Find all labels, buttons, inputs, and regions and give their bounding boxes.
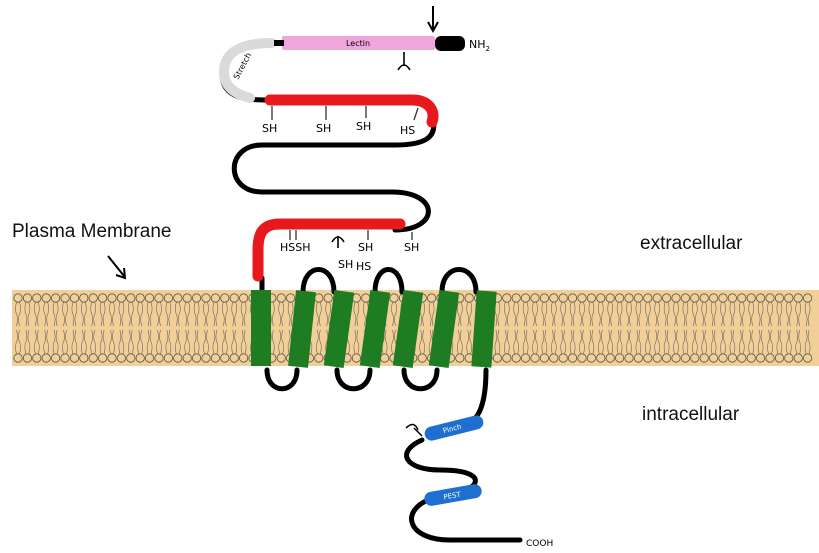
intracellular-loop-3	[404, 370, 437, 389]
lectin-linker	[274, 40, 284, 46]
sh-label-3: SH	[356, 120, 371, 133]
intracellular-loop-2	[337, 370, 370, 389]
stretch-domain: Stretch	[224, 43, 272, 98]
hssh-label: HSSH	[280, 241, 311, 254]
n-terminus-cap	[435, 36, 465, 51]
cysteine-rich-domain-1	[270, 100, 433, 122]
stretch-bar	[224, 43, 272, 98]
extracellular-loop-2	[375, 270, 402, 293]
plasma-membrane-label: Plasma Membrane	[12, 221, 171, 243]
sh-label-4: SH	[358, 241, 373, 254]
glycosylation-fork-icon-2	[332, 236, 344, 248]
hs-label-1: HS	[400, 124, 415, 137]
glycosylation-fork-icon	[398, 52, 410, 70]
cooh-label: COOH	[526, 539, 553, 548]
tm-helix-1	[251, 290, 271, 366]
sh-ticks-1	[272, 106, 418, 120]
pointer-arrow-icon	[108, 256, 125, 278]
glycosylation-fork-icon-3	[406, 424, 422, 436]
intracellular-loop-1	[267, 370, 297, 389]
intracellular-label: intracellular	[642, 404, 739, 426]
sh-label-2: SH	[316, 122, 331, 135]
lectin-label: Lectin	[346, 39, 370, 48]
sh-label-1: SH	[262, 122, 277, 135]
extracellular-loop-1	[303, 270, 334, 293]
down-arrow-icon	[428, 6, 438, 31]
tail-to-pest	[407, 440, 476, 488]
extracellular-loop-3	[442, 270, 476, 293]
nh2-label: NH2	[469, 38, 490, 53]
sh-label-6: SH	[338, 258, 353, 271]
tail-to-cooh	[412, 500, 520, 540]
extracellular-label: extracellular	[640, 233, 742, 255]
hs-label-2: HS	[356, 260, 371, 273]
sh-label-5: SH	[404, 241, 419, 254]
